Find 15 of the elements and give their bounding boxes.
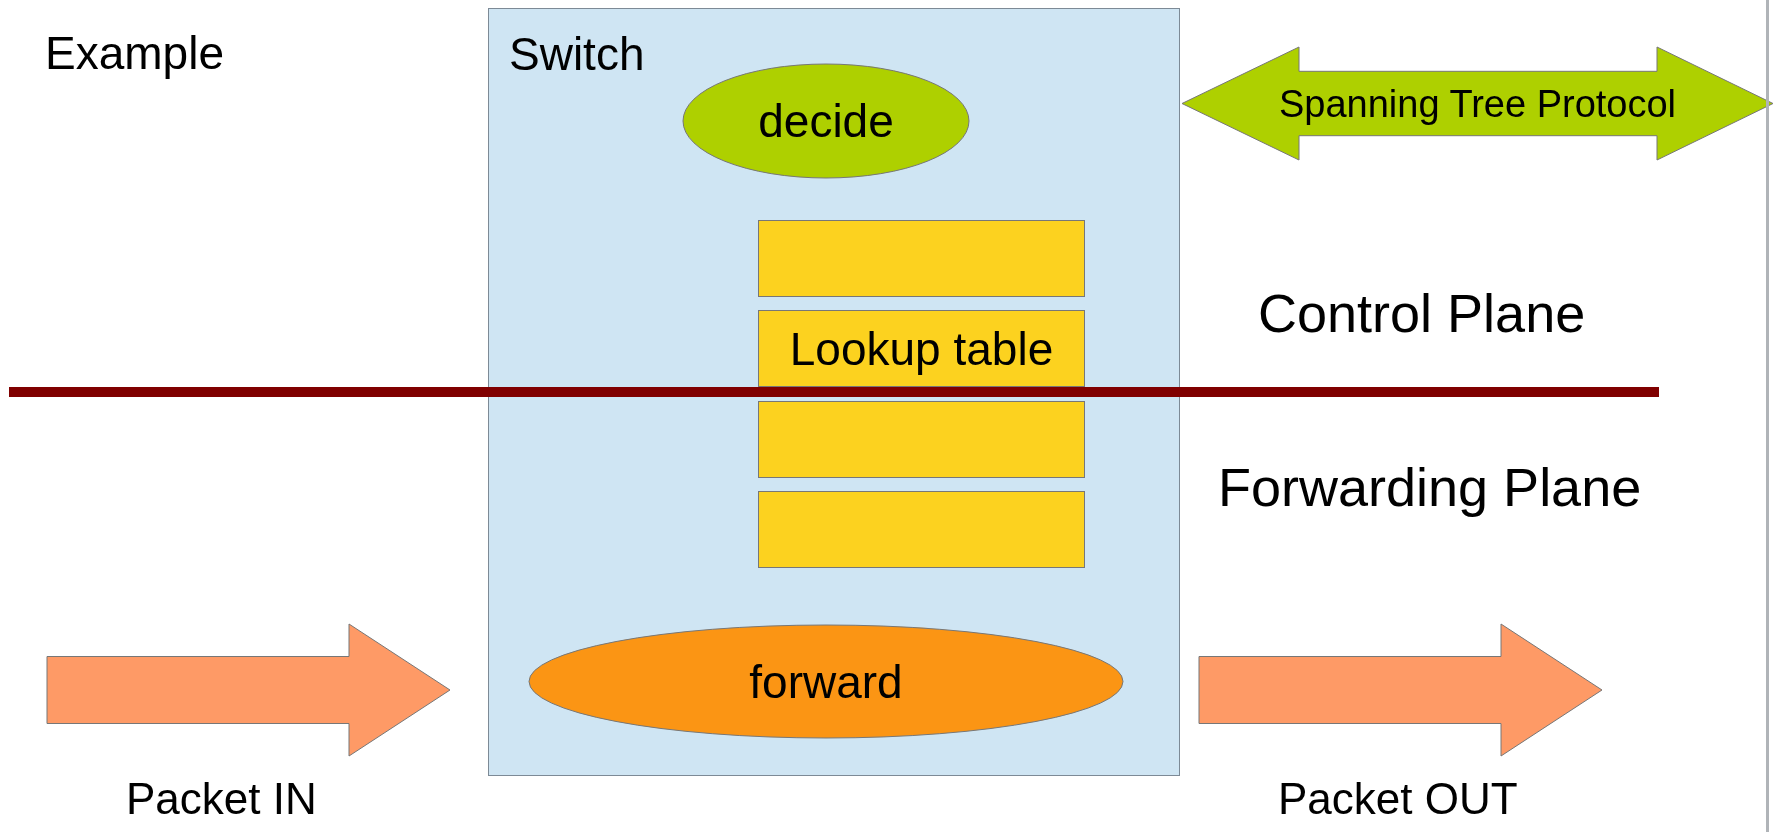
table-row-box <box>758 491 1085 568</box>
table-row-box <box>758 310 1085 387</box>
node-label: Spanning Tree Protocol <box>1278 84 1677 123</box>
node-label: Switch <box>509 31 645 77</box>
double-block-arrow <box>1181 46 1774 161</box>
node-label: forward <box>749 658 903 705</box>
ellipse-node <box>682 63 970 179</box>
arrow-caption: Packet OUT <box>1278 777 1518 821</box>
table-row-box <box>758 401 1085 478</box>
switch-box <box>488 8 1180 776</box>
table-row-box <box>758 220 1085 297</box>
node-label: decide <box>758 98 894 144</box>
text-label: Control Plane <box>1258 286 1586 340</box>
arrow-caption: Packet IN <box>126 777 317 821</box>
ellipse-node <box>528 624 1124 739</box>
